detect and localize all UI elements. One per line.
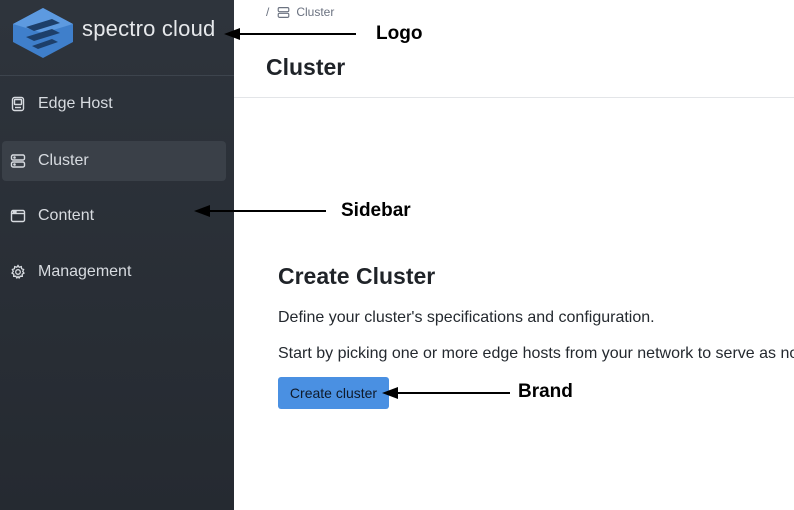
gear-icon [10,264,26,280]
sidebar-annotation-arrow [194,205,326,217]
sidebar-item-label: Management [38,263,132,280]
sidebar-item-edge-host[interactable]: Edge Host [2,84,226,124]
header-divider [234,97,794,98]
page-title: Cluster [266,54,346,80]
logo-annotation-arrow [224,28,356,40]
breadcrumb-current[interactable]: Cluster [296,5,335,19]
sidebar-item-content[interactable]: Content [2,196,226,236]
logo-annotation-label: Logo [376,23,423,44]
cluster-icon [277,6,290,18]
sidebar-item-label: Edge Host [38,95,113,112]
brand-annotation-arrow [382,387,510,399]
description-text-2: Start by picking one or more edge hosts … [278,345,794,362]
description-text: Define your cluster's specifications and… [278,309,655,326]
breadcrumb: / Cluster [266,5,334,19]
logo-text: spectro cloud [82,16,216,41]
breadcrumb-separator: / [266,5,270,19]
sidebar-item-cluster[interactable]: Cluster [2,141,226,181]
content-icon [10,208,26,224]
sidebar-item-management[interactable]: Management [2,252,226,292]
main-content: / Cluster Cluster Create Cluster Define … [234,0,794,510]
sidebar: spectro cloud Edge Host Cluster [0,0,234,510]
brand-annotation-label: Brand [518,381,573,402]
section-title: Create Cluster [278,263,436,289]
sidebar-item-label: Cluster [38,152,89,169]
sidebar-item-label: Content [38,207,95,224]
sidebar-annotation-label: Sidebar [341,200,411,221]
spectro-cloud-logo-icon [13,8,73,58]
logo[interactable]: spectro cloud [0,0,234,76]
create-cluster-button[interactable]: Create cluster [278,377,389,409]
edge-host-icon [10,96,26,112]
cluster-icon [10,153,26,169]
